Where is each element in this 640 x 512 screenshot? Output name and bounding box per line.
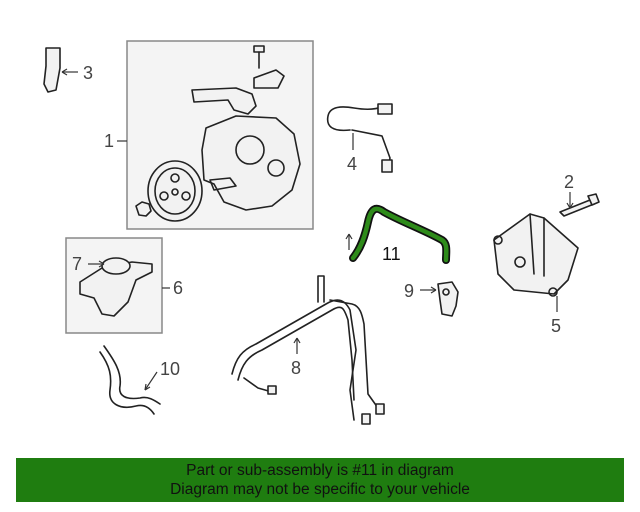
reservoir-cap-icon (101, 257, 131, 275)
switch-connector-icon (377, 103, 393, 115)
clamp-icon (437, 281, 459, 317)
reservoir-group-part-6[interactable] (65, 237, 170, 334)
callout-6[interactable]: 6 (173, 278, 183, 298)
pump-bracket-icon (253, 69, 285, 89)
return-hose-fill (350, 206, 449, 263)
bolt-icon (559, 199, 595, 217)
callout-4[interactable]: 4 (347, 154, 357, 174)
line-nut-icon-2 (361, 413, 371, 425)
callout-7[interactable]: 7 (72, 254, 82, 274)
pump-body-icon (201, 115, 301, 211)
pump-assembly-group[interactable] (117, 40, 314, 230)
switch-wire-icon (326, 105, 385, 132)
switch-sensor-icon (381, 159, 393, 173)
hose-icon-outline (99, 351, 155, 415)
mount-bracket-icon (493, 213, 579, 295)
mount-hole-2 (514, 256, 526, 268)
bracket-icon (43, 47, 61, 93)
clamp-hole-icon (442, 288, 450, 296)
callout-1[interactable]: 1 (104, 131, 114, 151)
pump-boss-icon (235, 135, 265, 165)
reservoir-cap-part-7[interactable] (88, 260, 105, 268)
pulley-icon (147, 160, 203, 222)
banner-line-2: Diagram may not be specific to your vehi… (170, 481, 470, 498)
pressure-line-icon (231, 299, 357, 421)
bolt-head-icon (587, 193, 600, 206)
mount-hole-1 (493, 235, 503, 245)
bracket-part-3[interactable] (43, 47, 78, 93)
pump-bolt-icon (253, 45, 265, 69)
callout-11[interactable]: 11 (382, 244, 401, 264)
mount-hole-3 (548, 287, 558, 297)
mount-bracket-part-5[interactable] (493, 213, 579, 312)
clamp-part-9[interactable] (420, 281, 459, 317)
mount-rib-icon (529, 213, 545, 277)
pressure-switch-part-4[interactable] (326, 103, 393, 173)
bolt-part-2[interactable] (559, 192, 600, 217)
line-fitting-top (317, 275, 325, 303)
parts-diagram: 1 3 4 11 2 5 (43, 40, 600, 425)
callout-3[interactable]: 3 (83, 63, 93, 83)
callout-10[interactable]: 10 (160, 359, 180, 379)
callout-9[interactable]: 9 (404, 281, 414, 301)
hose-icon (103, 345, 161, 405)
pump-port-icon (267, 159, 285, 177)
line-nut-icon (267, 385, 277, 395)
pump-shaft-icon (209, 177, 237, 191)
callout-2[interactable]: 2 (564, 172, 574, 192)
outlet-fitting-icon (191, 87, 257, 115)
line-nut-icon-3 (375, 403, 385, 415)
return-hose-part-11[interactable] (345, 204, 451, 264)
pulley-nut-icon (135, 201, 152, 217)
hose-part-10[interactable] (99, 345, 161, 415)
callout-8[interactable]: 8 (291, 358, 301, 378)
part-info-banner: Part or sub-assembly is #11 in diagram D… (16, 458, 624, 502)
pressure-line-3 (329, 299, 379, 409)
pressure-line-part-8[interactable] (231, 275, 385, 425)
banner-line-1: Part or sub-assembly is #11 in diagram (186, 462, 454, 479)
pressure-line-2 (237, 306, 355, 401)
callout-5[interactable]: 5 (551, 316, 561, 336)
